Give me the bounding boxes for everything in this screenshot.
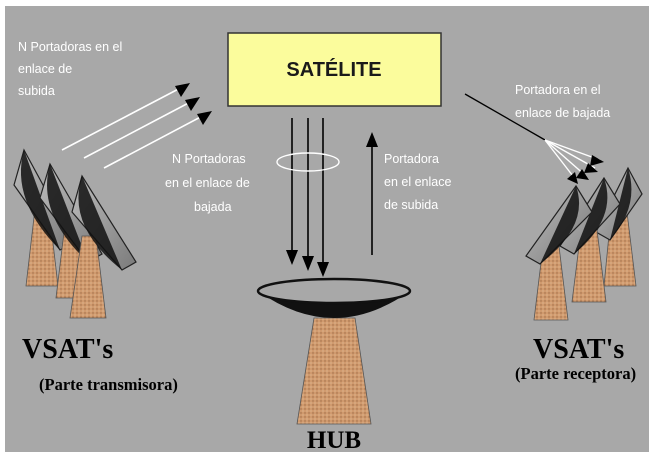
satellite-box: SATÉLITE: [227, 32, 442, 107]
left-vsat-dishes: [13, 148, 137, 319]
hub-title: HUB: [307, 427, 361, 452]
left-uplink-label: N Portadoras en el enlace de subida: [18, 40, 126, 98]
right-vsat-title: VSAT's: [533, 334, 624, 365]
hub-downlink-label: N Portadoras en el enlace de bajada: [165, 152, 253, 214]
hub-uplink-label: Portadora en el enlace de subida: [384, 152, 455, 212]
hub-uplink-arrow: [366, 132, 378, 255]
left-vsat-subtitle: (Parte transmisora): [39, 375, 178, 394]
right-downlink-arrows: [464, 93, 604, 184]
right-vsat-dishes: [525, 166, 643, 321]
right-vsat-subtitle: (Parte receptora): [515, 364, 636, 383]
hub-downlink-arrows: [276, 118, 340, 277]
right-downlink-label: Portadora en el enlace de bajada: [515, 83, 610, 120]
left-vsat-title: VSAT's: [22, 334, 113, 365]
hub-antenna: [256, 277, 412, 425]
satellite-label: SATÉLITE: [286, 58, 381, 81]
left-uplink-arrows: [61, 83, 212, 169]
